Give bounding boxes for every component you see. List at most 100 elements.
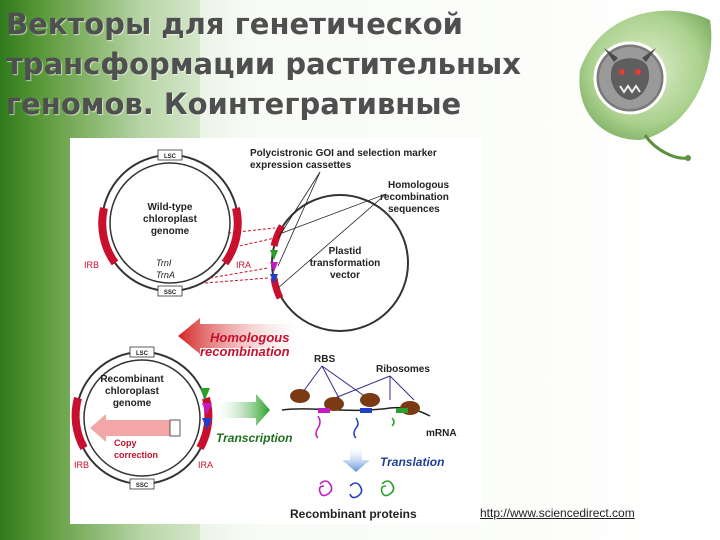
recombinant-proteins-label: Recombinant proteins	[290, 507, 417, 521]
wt-genome-label-2: chloroplast	[143, 214, 198, 225]
trni-label: TrnI	[156, 258, 172, 268]
title-line-1: Векторы для генетической	[6, 7, 463, 41]
wt-genome-label-3: genome	[151, 226, 190, 237]
rec-lsc-label: LSC	[136, 351, 149, 357]
vector-gene-magenta	[270, 262, 278, 272]
rec-genome-ring-inner	[83, 359, 201, 477]
label-homologous-3: sequences	[388, 204, 440, 215]
homologous-recombination-label-2: recombination	[200, 344, 290, 359]
rbs-label: RBS	[314, 354, 335, 365]
vector-label-1: Plastid	[329, 246, 362, 257]
creature-horns-icon	[604, 48, 656, 62]
ribosome-pointer-3	[321, 365, 371, 401]
wt-ssc-box	[157, 285, 183, 297]
protein-magenta-icon	[318, 480, 333, 497]
mrna-gene-green	[396, 408, 408, 413]
translation-label: Translation	[380, 455, 444, 469]
rec-gene-magenta	[202, 403, 212, 415]
wt-ir-segment-right	[221, 207, 242, 266]
vector-red-insert-top	[270, 224, 286, 247]
recombinant-genome: LSC SSC Recombinant chloroplast genome C…	[71, 346, 213, 490]
homologous-recombination-label-1: Homologous	[210, 330, 289, 345]
rec-ir-segment-left	[71, 396, 88, 450]
label-cassettes-line1: Polycistronic GOI and selection marker	[250, 148, 437, 159]
vector-gene-blue	[270, 274, 278, 284]
translation-arrow	[342, 446, 370, 472]
ribosomes-label: Ribosomes	[376, 364, 430, 375]
source-link[interactable]: http://www.sciencedirect.com	[480, 506, 635, 520]
label-homologous-2: recombination	[380, 192, 449, 203]
wt-genome-label-1: Wild-type	[148, 202, 193, 213]
wt-lsc-label: LSC	[164, 154, 177, 160]
pointer-lines	[277, 171, 387, 289]
slide-title: Векторы для генетической трансформации р…	[6, 4, 606, 124]
plastid-vector: Plastid transformation vector	[270, 194, 409, 332]
title-line-2: трансформации растительных	[6, 47, 521, 81]
recombinant-protein-icons	[318, 480, 395, 499]
transcription-label: Transcription	[216, 431, 292, 445]
vector-diagram: Polycistronic GOI and selection marker e…	[70, 138, 482, 524]
copy-correction-label-1: Copy	[114, 438, 137, 448]
ribosome-1	[290, 389, 310, 403]
creature-teeth-icon	[619, 84, 641, 94]
rec-lsc-box	[129, 346, 155, 358]
ribosome-pointer-2	[321, 365, 341, 401]
rec-genome-label-1: Recombinant	[100, 374, 164, 385]
protein-green-icon	[380, 480, 395, 497]
protein-blue-icon	[349, 482, 363, 499]
creature-eye-left	[619, 69, 625, 75]
ribosome-3	[360, 393, 380, 407]
wt-lsc-box	[157, 149, 183, 161]
mrna-label: mRNA	[426, 428, 457, 439]
rec-genome-label-2: chloroplast	[105, 386, 160, 397]
peptide-blue	[353, 417, 359, 439]
ribosome-2	[324, 397, 344, 411]
title-line-3: геномов. Коинтегративные	[6, 87, 462, 121]
creature-eye-right	[635, 69, 641, 75]
irb-label-top: IRB	[84, 260, 99, 270]
rec-ssc-label: SSC	[136, 483, 149, 489]
peptide-magenta	[315, 415, 321, 439]
wt-ir-segment-left	[98, 207, 119, 266]
vector-gene-green	[270, 250, 278, 260]
mrna-genes	[318, 408, 408, 413]
copy-correction-box	[169, 419, 181, 437]
dash-line-4	[204, 277, 269, 284]
peptide-green	[391, 417, 395, 427]
dash-line-2	[229, 237, 276, 249]
ira-label-top: IRA	[236, 260, 251, 270]
ribosome-pointer-4	[329, 375, 391, 401]
leaf-stem-dot	[685, 155, 691, 161]
pointer-homologous-1	[281, 193, 387, 234]
dash-line-1	[227, 227, 276, 234]
ribosome-pointer-6	[389, 375, 415, 401]
wt-genome-ring-inner	[109, 162, 231, 284]
recombination-lines	[204, 227, 276, 284]
vector-label-2: transformation	[310, 258, 381, 269]
leaf-stem	[643, 134, 689, 160]
nascent-peptides	[315, 415, 395, 439]
leaf-logo	[579, 10, 712, 161]
ira-label-bottom: IRA	[198, 460, 213, 470]
wild-type-genome: LSC SSC Wild-type chloroplast genome Trn…	[84, 149, 251, 297]
rec-ssc-box	[129, 478, 155, 490]
label-homologous-1: Homologous	[388, 180, 450, 191]
mrna-gene-magenta	[318, 408, 330, 413]
rec-genome-label-3: genome	[113, 398, 152, 409]
pointer-cassette-2	[277, 171, 321, 267]
rec-gene-green	[200, 388, 210, 400]
label-cassettes-line2: expression cassettes	[250, 160, 352, 171]
mrna-strand	[281, 406, 431, 417]
copy-correction-label-2: correction	[114, 450, 158, 460]
trna-label: TrnA	[156, 270, 175, 280]
wt-ssc-label: SSC	[164, 290, 177, 296]
transcription-arrow	[216, 394, 270, 426]
homologous-recombination-arrow	[178, 318, 300, 354]
copy-correction-arrow	[90, 414, 180, 442]
rec-gene-blue	[202, 418, 212, 430]
pointer-cassette-1	[277, 171, 321, 239]
irb-label-bottom: IRB	[74, 460, 89, 470]
mrna-gene-blue	[360, 408, 372, 413]
ribosomes	[290, 389, 420, 415]
pointer-homologous-2	[277, 193, 387, 289]
